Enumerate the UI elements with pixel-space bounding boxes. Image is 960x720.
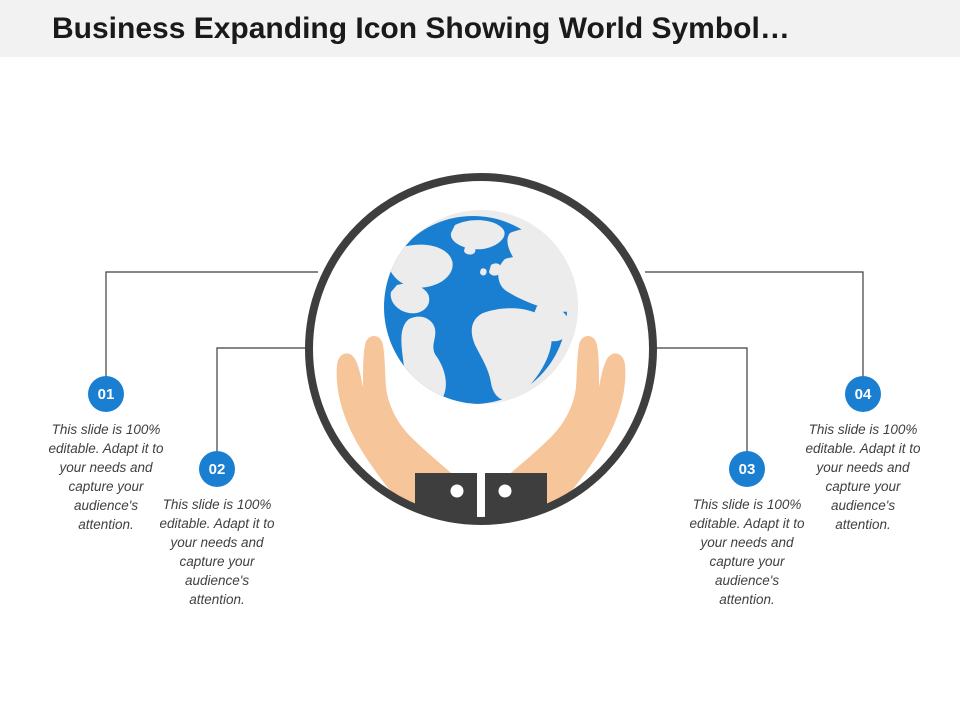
- header-band: [0, 0, 960, 57]
- world-in-hands-icon: [305, 173, 657, 525]
- step-description-04: This slide is 100% editable. Adapt it to…: [805, 422, 921, 532]
- cuff-button-left: [450, 484, 464, 498]
- step-badge-04[interactable]: 04: [845, 376, 881, 412]
- page-title: Business Expanding Icon Showing World Sy…: [52, 12, 790, 45]
- step-badge-01[interactable]: 01: [88, 376, 124, 412]
- step-description-03: This slide is 100% editable. Adapt it to…: [689, 497, 805, 607]
- step-badge-03[interactable]: 03: [729, 451, 765, 487]
- globe: [384, 210, 578, 404]
- step-description-01: This slide is 100% editable. Adapt it to…: [48, 422, 164, 532]
- cuff-button-right: [498, 484, 512, 498]
- step-badge-02[interactable]: 02: [199, 451, 235, 487]
- circle-ring: [305, 173, 657, 525]
- step-description-02: This slide is 100% editable. Adapt it to…: [159, 497, 275, 607]
